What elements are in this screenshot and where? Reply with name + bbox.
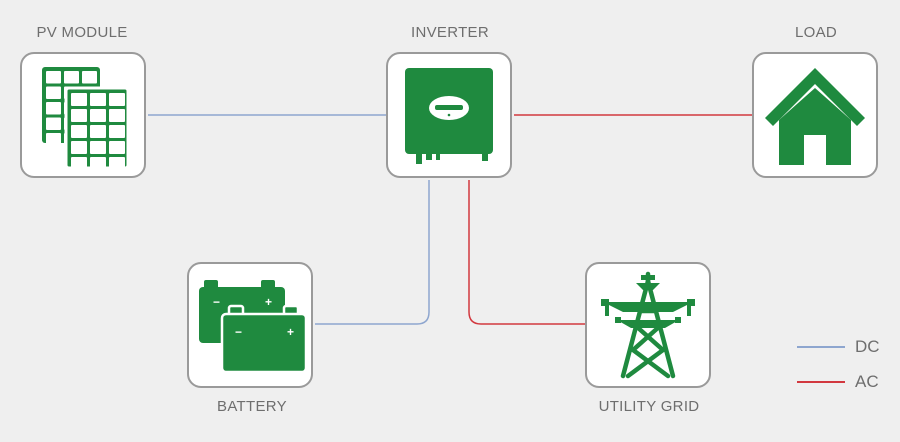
battery-front-minus: − (235, 325, 242, 339)
inverter-icon (405, 68, 493, 164)
transmission-tower-icon (601, 271, 695, 379)
battery-back-minus: − (213, 295, 220, 309)
legend-dc-line (797, 346, 845, 348)
legend-ac-text: AC (855, 372, 879, 391)
utility-grid-label: UTILITY GRID (598, 398, 700, 415)
legend-dc-text: DC (855, 337, 880, 356)
solar-panel-icon (42, 67, 130, 170)
pv-module-node[interactable] (20, 52, 146, 178)
battery-node[interactable]: − + − + (187, 262, 313, 388)
house-icon (765, 68, 865, 165)
pv-module-label: PV MODULE (36, 24, 128, 41)
legend-ac-line (797, 381, 845, 383)
battery-icon: − + − + (199, 280, 308, 374)
utility-grid-node[interactable] (585, 262, 711, 388)
battery-front-plus: + (287, 325, 294, 339)
inverter-to-battery-dc-line (315, 180, 430, 325)
load-node[interactable] (752, 52, 878, 178)
inverter-node[interactable] (386, 52, 512, 178)
load-label: LOAD (794, 24, 838, 41)
battery-label: BATTERY (217, 398, 287, 415)
inverter-to-grid-ac-line (468, 180, 585, 325)
inverter-label: INVERTER (411, 24, 489, 41)
battery-back-plus: + (265, 295, 272, 309)
